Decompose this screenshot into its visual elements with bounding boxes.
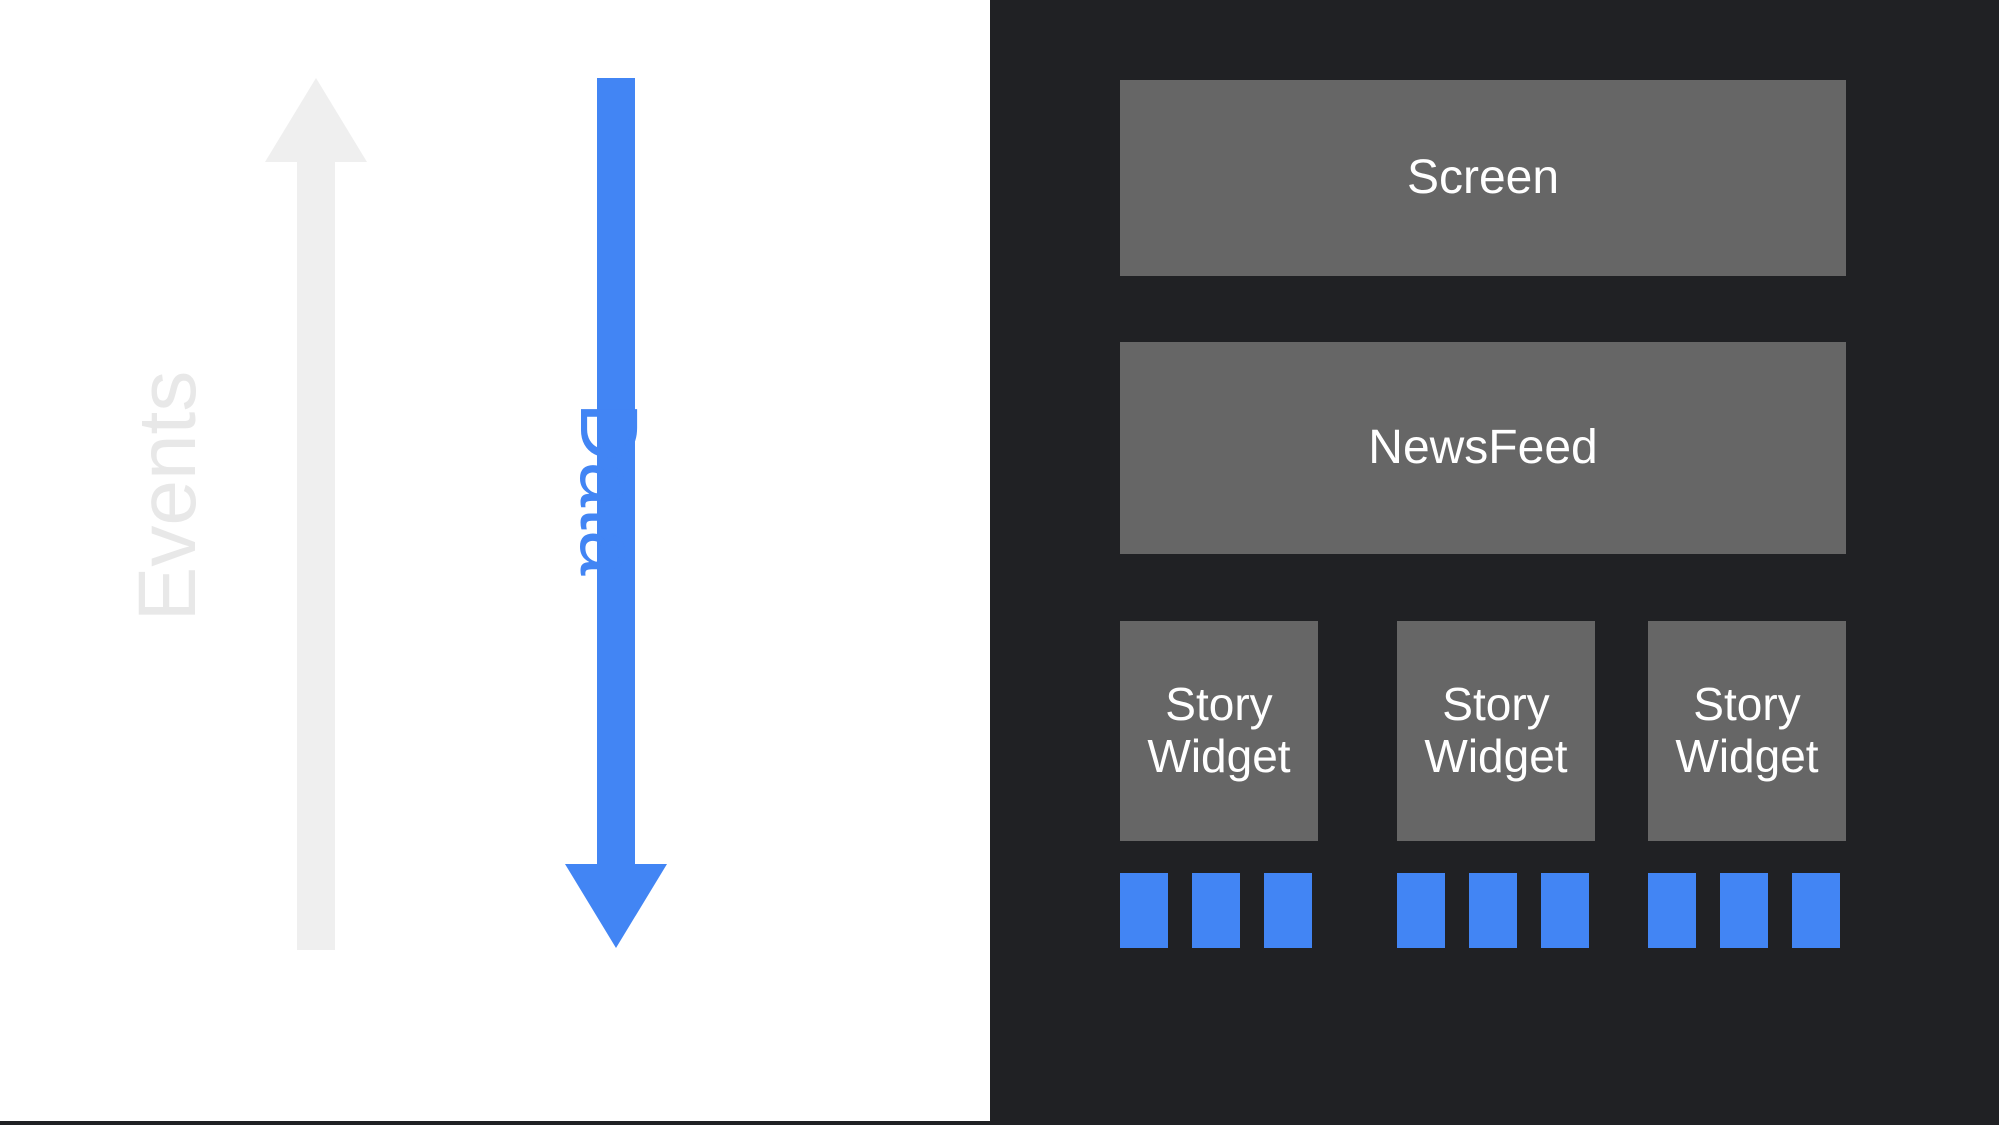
node-story-widget-3-label: Story Widget bbox=[1675, 679, 1818, 782]
chip-3-1[interactable] bbox=[1648, 873, 1696, 948]
events-arrow-up-icon bbox=[263, 76, 369, 952]
chip-1-3[interactable] bbox=[1264, 873, 1312, 948]
story-widget-2-line2: Widget bbox=[1424, 730, 1568, 782]
node-story-widget-2-label: Story Widget bbox=[1424, 679, 1567, 782]
story-widget-2-line1: Story bbox=[1442, 678, 1550, 731]
bottom-divider bbox=[0, 1121, 990, 1125]
chip-2-2[interactable] bbox=[1469, 873, 1517, 948]
chip-3-3[interactable] bbox=[1792, 873, 1840, 948]
chip-2-1[interactable] bbox=[1397, 873, 1445, 948]
events-axis-label: Events bbox=[122, 370, 213, 622]
data-axis-label: Data bbox=[563, 402, 654, 576]
node-story-widget-2[interactable]: Story Widget bbox=[1397, 621, 1595, 841]
flow-pane: Events Data bbox=[0, 0, 990, 1125]
node-story-widget-1-label: Story Widget bbox=[1147, 679, 1290, 782]
component-tree-pane: Screen NewsFeed Story Widget Story Widge… bbox=[990, 0, 1999, 1125]
node-screen[interactable]: Screen bbox=[1120, 80, 1846, 276]
story-widget-1-line2: Widget bbox=[1147, 730, 1291, 782]
chip-3-2[interactable] bbox=[1720, 873, 1768, 948]
chip-row-1 bbox=[1120, 873, 1312, 948]
chip-1-1[interactable] bbox=[1120, 873, 1168, 948]
node-newsfeed[interactable]: NewsFeed bbox=[1120, 342, 1846, 554]
node-story-widget-1[interactable]: Story Widget bbox=[1120, 621, 1318, 841]
chip-1-2[interactable] bbox=[1192, 873, 1240, 948]
story-widget-1-line1: Story bbox=[1165, 678, 1273, 731]
node-story-widget-3[interactable]: Story Widget bbox=[1648, 621, 1846, 841]
data-arrow-down-icon bbox=[563, 78, 669, 950]
story-widget-3-line2: Widget bbox=[1675, 730, 1819, 782]
chip-row-2 bbox=[1397, 873, 1589, 948]
story-widget-3-line1: Story bbox=[1693, 678, 1801, 731]
chip-row-3 bbox=[1648, 873, 1840, 948]
chip-2-3[interactable] bbox=[1541, 873, 1589, 948]
